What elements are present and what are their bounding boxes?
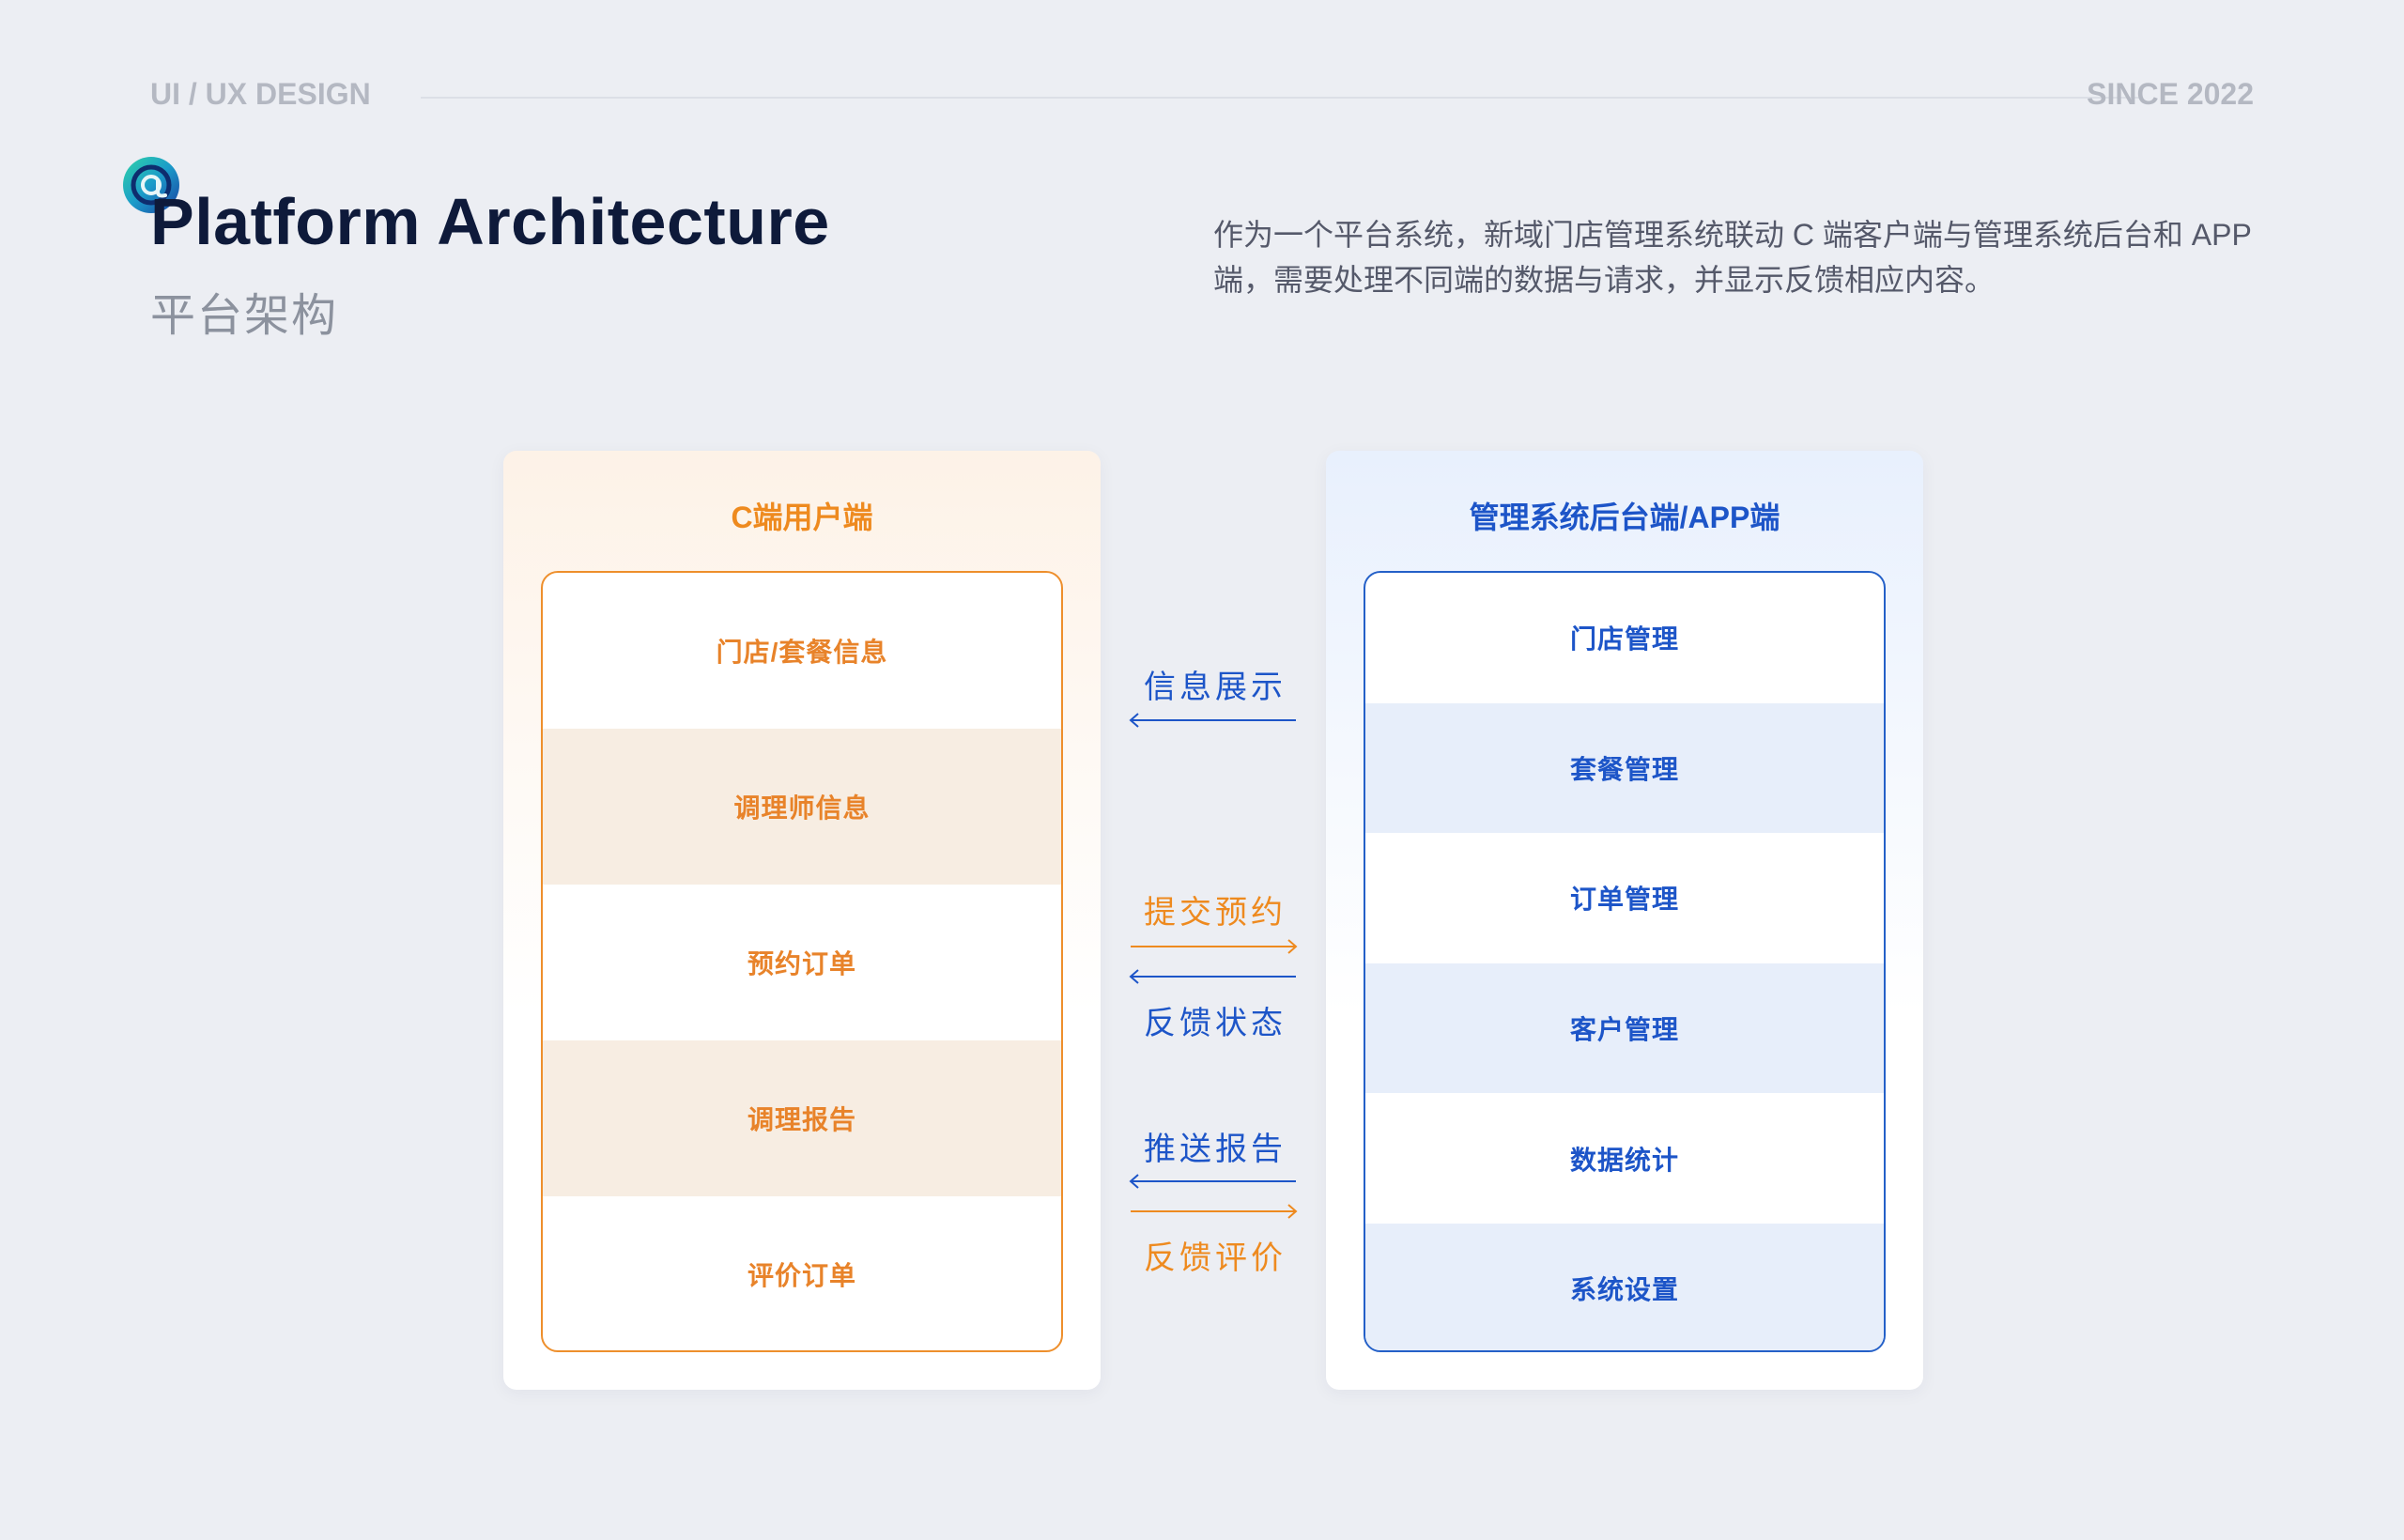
client-panel-title: C端用户端 — [731, 500, 873, 534]
page-subtitle: 平台架构 — [150, 291, 339, 341]
client-module-report: 调理报告 — [543, 1040, 1061, 1196]
admin-module-package: 套餐管理 — [1365, 702, 1884, 834]
arrow-left-icon — [1129, 1174, 1296, 1189]
client-module-therapist: 调理师信息 — [543, 729, 1061, 885]
admin-panel-title: 管理系统后台端/APP端 — [1469, 500, 1780, 534]
client-module-review-order: 评价订单 — [747, 1261, 856, 1290]
admin-module-settings: 系统设置 — [1365, 1223, 1884, 1350]
since-label: SINCE 2022 — [2087, 77, 2254, 111]
client-panel: C端用户端 门店/套餐信息 调理师信息 预约订单 调理报告 评价订单 — [503, 451, 1101, 1390]
admin-module-customer: 客户管理 — [1365, 962, 1884, 1094]
logo-icon — [123, 157, 179, 213]
arrow-left-icon — [1129, 969, 1296, 984]
client-module-store-package: 门店/套餐信息 — [716, 638, 888, 667]
top-bar: UI / UX DESIGN SINCE 2022 — [150, 77, 2254, 115]
flow-label-feedback-review: 反馈评价 — [1144, 1240, 1287, 1276]
flow-label-info-display: 信息展示 — [1144, 670, 1287, 705]
admin-module-statistics: 数据统计 — [1569, 1145, 1679, 1175]
admin-panel: 管理系统后台端/APP端 门店管理 套餐管理 订单管理 客户管理 数据统计 系统… — [1326, 451, 1923, 1390]
client-module-booking-order: 预约订单 — [747, 949, 856, 978]
admin-module-order: 订单管理 — [1569, 885, 1679, 915]
arrow-right-icon — [1131, 939, 1298, 954]
design-label: UI / UX DESIGN — [150, 77, 371, 111]
arrow-left-icon — [1129, 713, 1296, 728]
flow-label-push-report: 推送报告 — [1144, 1132, 1287, 1167]
page-title: Platform Architecture — [150, 185, 830, 258]
flow-label-feedback-status: 反馈状态 — [1144, 1006, 1287, 1041]
client-module-list: 门店/套餐信息 调理师信息 预约订单 调理报告 评价订单 — [541, 571, 1063, 1352]
page-description: 作为一个平台系统，新域门店管理系统联动 C 端客户端与管理系统后台和 APP 端… — [1213, 218, 2252, 297]
admin-module-list: 门店管理 套餐管理 订单管理 客户管理 数据统计 系统设置 — [1364, 571, 1886, 1352]
flow-label-submit-booking: 提交预约 — [1144, 895, 1287, 931]
admin-module-store: 门店管理 — [1569, 624, 1679, 654]
header-divider — [421, 97, 2141, 99]
arrow-right-icon — [1131, 1204, 1298, 1219]
